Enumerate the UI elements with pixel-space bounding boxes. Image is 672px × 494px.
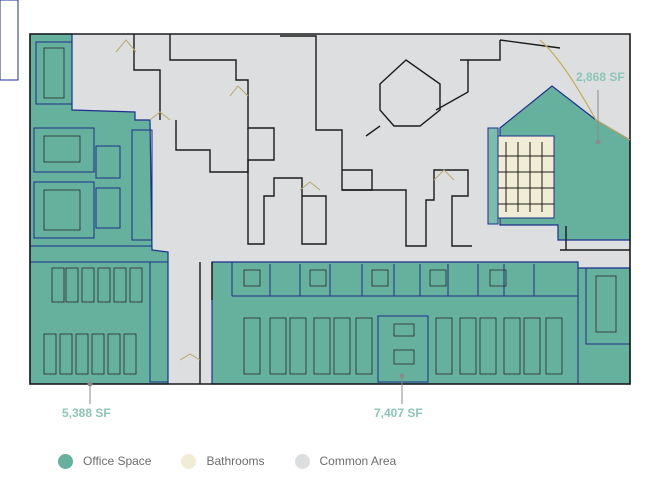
area-label-west: 5,388 SF [62, 406, 111, 420]
legend-item-common: Common Area [294, 453, 397, 469]
legend-label-office: Office Space [83, 454, 152, 468]
office-zone-south[interactable] [211, 261, 631, 385]
bathroom-corridor [487, 127, 499, 225]
bathroom-stalls [498, 142, 554, 212]
common-swatch-icon [294, 453, 310, 469]
legend-label-bathrooms: Bathrooms [206, 454, 265, 468]
south-desks [243, 269, 617, 375]
legend-item-bathrooms: Bathrooms [181, 453, 265, 469]
west-desks [43, 47, 143, 375]
bathroom-swatch-icon [181, 453, 197, 469]
legend-item-office: Office Space [58, 453, 152, 469]
office-swatch-icon [58, 453, 73, 469]
area-label-south: 7,407 SF [374, 406, 423, 420]
legend: Office Space Bathrooms Common Area [58, 452, 426, 470]
door-swings [115, 39, 455, 361]
core-walls [133, 34, 630, 384]
area-leaders [87, 90, 601, 404]
building-perimeter [29, 33, 631, 385]
west-room-partitions [30, 41, 169, 383]
legend-label-common: Common Area [319, 454, 397, 468]
north-east-curve [539, 39, 631, 141]
area-label-north-east: 2,868 SF [576, 70, 625, 84]
